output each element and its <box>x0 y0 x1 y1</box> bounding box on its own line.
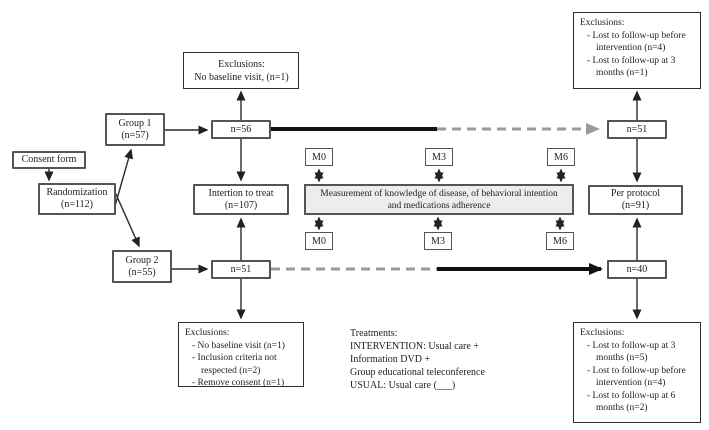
consent-form-label: Consent form <box>21 154 77 165</box>
timepoint-m0-bottom-label: M0 <box>312 235 326 247</box>
n56-box: n=56 <box>211 120 271 139</box>
randomization-box: Randomization (n=112) <box>38 183 116 215</box>
n40-label: n=40 <box>626 263 648 275</box>
per-protocol-box: Per protocol (n=91) <box>588 185 683 215</box>
per-protocol-title: Per protocol <box>610 188 661 199</box>
thin-arrows <box>44 90 642 320</box>
n51-left-label: n=51 <box>230 263 252 275</box>
exclusions-top-right-title: Exclusions: <box>580 18 625 28</box>
timepoint-m6-bottom-label: M6 <box>553 235 567 247</box>
n51-left-box: n=51 <box>211 260 271 279</box>
exclusions-bottom-left-box: Exclusions: - No baseline visit (n=1) - … <box>178 322 304 388</box>
timepoint-m3-bottom-label: M3 <box>431 235 445 247</box>
measurement-box: Measurement of knowledge of disease, of … <box>304 184 574 215</box>
exclusions-top-right-item: - Lost to follow-up before intervention … <box>587 30 686 54</box>
exclusions-top-right-item: - Lost to follow-up at 3 months (n=1) <box>587 55 676 79</box>
per-protocol-n: (n=91) <box>621 200 650 211</box>
n56-label: n=56 <box>230 123 252 135</box>
exclusions-bottom-right-box: Exclusions: - Lost to follow-up at 3 mon… <box>573 322 701 423</box>
treatments-line: Information DVD + <box>350 354 431 365</box>
timepoint-m0-bottom-box: M0 <box>305 232 333 250</box>
timepoint-m6-top-box: M6 <box>547 148 575 166</box>
exclusions-bottom-right-item: - Lost to follow-up at 3 months (n=5) <box>587 340 676 364</box>
treatments-note: Treatments: INTERVENTION: Usual care + I… <box>350 327 520 392</box>
intention-to-treat-title: Intertion to treat <box>208 187 274 199</box>
timepoint-m0-top-label: M0 <box>312 151 326 163</box>
timepoint-m6-bottom-box: M6 <box>546 232 574 250</box>
treatments-line: USUAL: Usual care (___) <box>350 380 456 391</box>
exclusions-bottom-right-title: Exclusions: <box>580 328 625 338</box>
exclusions-top-right-box: Exclusions: - Lost to follow-up before i… <box>573 12 701 89</box>
intention-to-treat-box: Intertion to treat (n=107) <box>193 184 289 215</box>
treatments-line: INTERVENTION: Usual care + <box>350 341 479 352</box>
exclusions-top-center-item: No baseline visit, (n=1) <box>194 72 289 83</box>
group2-title: Group 2 <box>125 254 159 266</box>
group2-n: (n=55) <box>128 266 156 278</box>
exclusions-bottom-right-item: - Lost to follow-up at 6 months (n=2) <box>587 390 676 414</box>
timepoint-m3-bottom-box: M3 <box>424 232 452 250</box>
timepoint-m3-top-box: M3 <box>425 148 453 166</box>
n40-box: n=40 <box>607 260 667 279</box>
arrow-randomization-to-group2 <box>114 191 140 248</box>
exclusions-top-center-box: Exclusions: No baseline visit, (n=1) <box>183 52 299 89</box>
randomization-title: Randomization <box>46 187 108 198</box>
consent-form-box: Consent form <box>12 151 86 169</box>
double-headed-measurement-arrows <box>314 168 566 231</box>
timepoint-m6-top-label: M6 <box>554 151 568 163</box>
group1-box: Group 1 (n=57) <box>105 113 165 146</box>
timepoint-m0-top-box: M0 <box>305 148 333 166</box>
n51-right-label: n=51 <box>626 123 648 135</box>
group1-title: Group 1 <box>118 117 152 129</box>
exclusions-bottom-left-item: - No baseline visit (n=1) <box>192 340 285 351</box>
group2-box: Group 2 (n=55) <box>112 250 172 283</box>
treatments-line: Treatments: <box>350 328 398 339</box>
exclusions-bottom-right-item: - Lost to follow-up before intervention … <box>587 365 686 389</box>
timepoint-m3-top-label: M3 <box>432 151 446 163</box>
measurement-label: Measurement of knowledge of disease, of … <box>320 188 558 211</box>
group1-n: (n=57) <box>121 129 149 141</box>
randomization-n: (n=112) <box>61 199 93 210</box>
exclusions-bottom-left-item: - Remove consent (n=1) <box>192 378 285 388</box>
n51-right-box: n=51 <box>607 120 667 139</box>
intention-to-treat-n: (n=107) <box>224 199 258 211</box>
treatments-line: Group educational teleconference <box>350 367 485 378</box>
exclusions-bottom-left-item: - Inclusion criteria not respected (n=2) <box>192 353 277 376</box>
exclusions-top-center-title: Exclusions: <box>218 59 265 70</box>
exclusions-bottom-left-title: Exclusions: <box>185 328 230 338</box>
